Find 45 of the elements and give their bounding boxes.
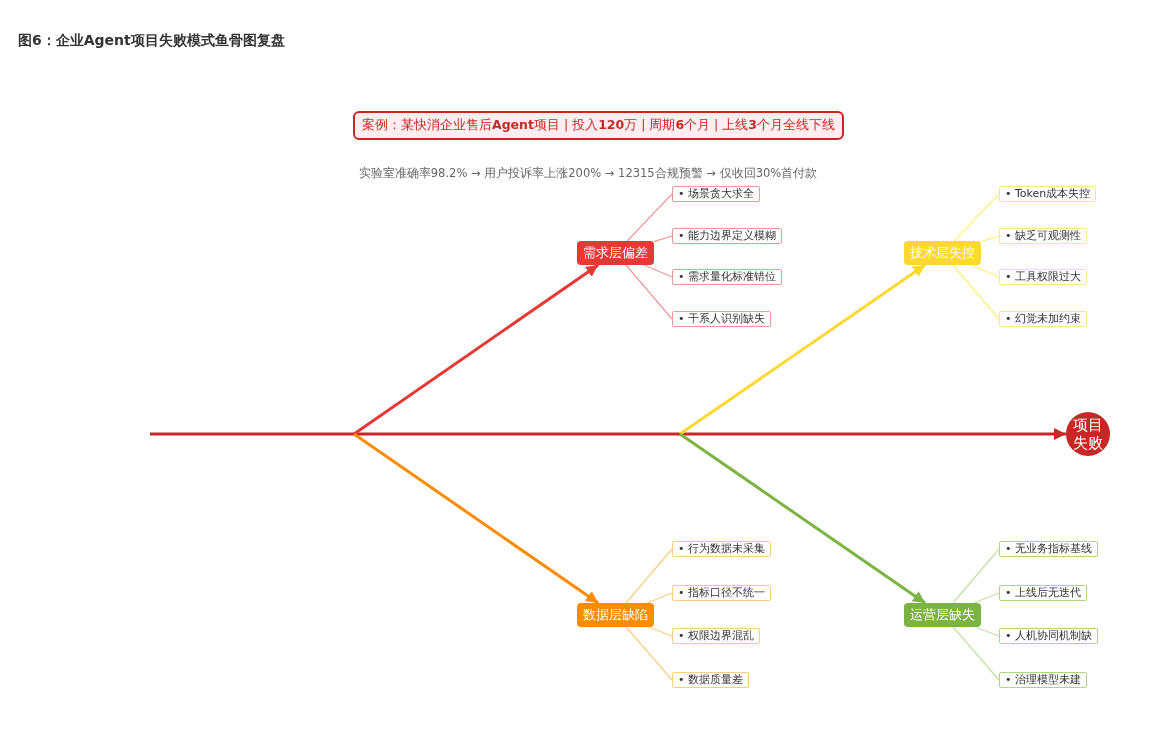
branch-line (952, 626, 1000, 681)
branch-line (970, 264, 1000, 278)
branch-line (952, 548, 1000, 604)
cause-box: • 幻觉未加约束 (999, 311, 1087, 327)
cause-box: • 无业务指标基线 (999, 541, 1098, 557)
branch-line (625, 548, 673, 604)
bone-arrow (679, 263, 926, 436)
branch-line (974, 626, 1000, 637)
fish-head-circle: 项目失败 (1066, 412, 1110, 456)
cause-box: • 工具权限过大 (999, 269, 1087, 285)
case-banner: 案例：某快消企业售后Agent项目 | 投入120万 | 周期6个月 | 上线3个月全线下线 (353, 111, 844, 140)
cause-box: • Token成本失控 (999, 186, 1097, 202)
cause-box: • 治理模型未建 (999, 672, 1087, 688)
category-box: 数据层缺陷 (577, 603, 654, 627)
bone-arrow (150, 428, 1066, 440)
branch-line (643, 264, 673, 278)
category-box: 技术层失控 (904, 241, 981, 265)
branch-line (980, 235, 1000, 243)
branch-line (952, 264, 1000, 320)
cause-box: • 需求量化标准错位 (672, 269, 782, 285)
branch-line (653, 235, 673, 243)
cause-box: • 指标口径不统一 (672, 585, 771, 601)
category-box: 需求层偏差 (577, 241, 654, 265)
branch-line (625, 264, 673, 320)
cause-box: • 缺乏可观测性 (999, 228, 1087, 244)
bone-arrow (679, 432, 926, 605)
branch-line (953, 193, 1000, 242)
cause-box: • 数据质量差 (672, 672, 749, 688)
bone-arrow (353, 263, 600, 436)
cause-box: • 人机协同机制缺 (999, 628, 1098, 644)
subtitle-text: 实验室准确率98.2% → 用户投诉率上涨200% → 12315合规预警 → 仅收回30%首付款 (358, 166, 818, 180)
cause-box: • 权限边界混乱 (672, 628, 760, 644)
category-box: 运营层缺失 (904, 603, 981, 627)
diagram-title: 图6：企业Agent项目失败模式鱼骨图复盘 (18, 32, 285, 50)
branch-line (973, 592, 1000, 604)
cause-box: • 能力边界定义模糊 (672, 228, 782, 244)
cause-box: • 场景贪大求全 (672, 186, 760, 202)
branch-line (646, 592, 673, 604)
branch-line (626, 193, 673, 242)
cause-box: • 干系人识别缺失 (672, 311, 771, 327)
bone-arrow (353, 432, 600, 605)
branch-line (625, 626, 673, 681)
cause-box: • 行为数据未采集 (672, 541, 771, 557)
branch-line (647, 626, 673, 637)
cause-box: • 上线后无迭代 (999, 585, 1087, 601)
